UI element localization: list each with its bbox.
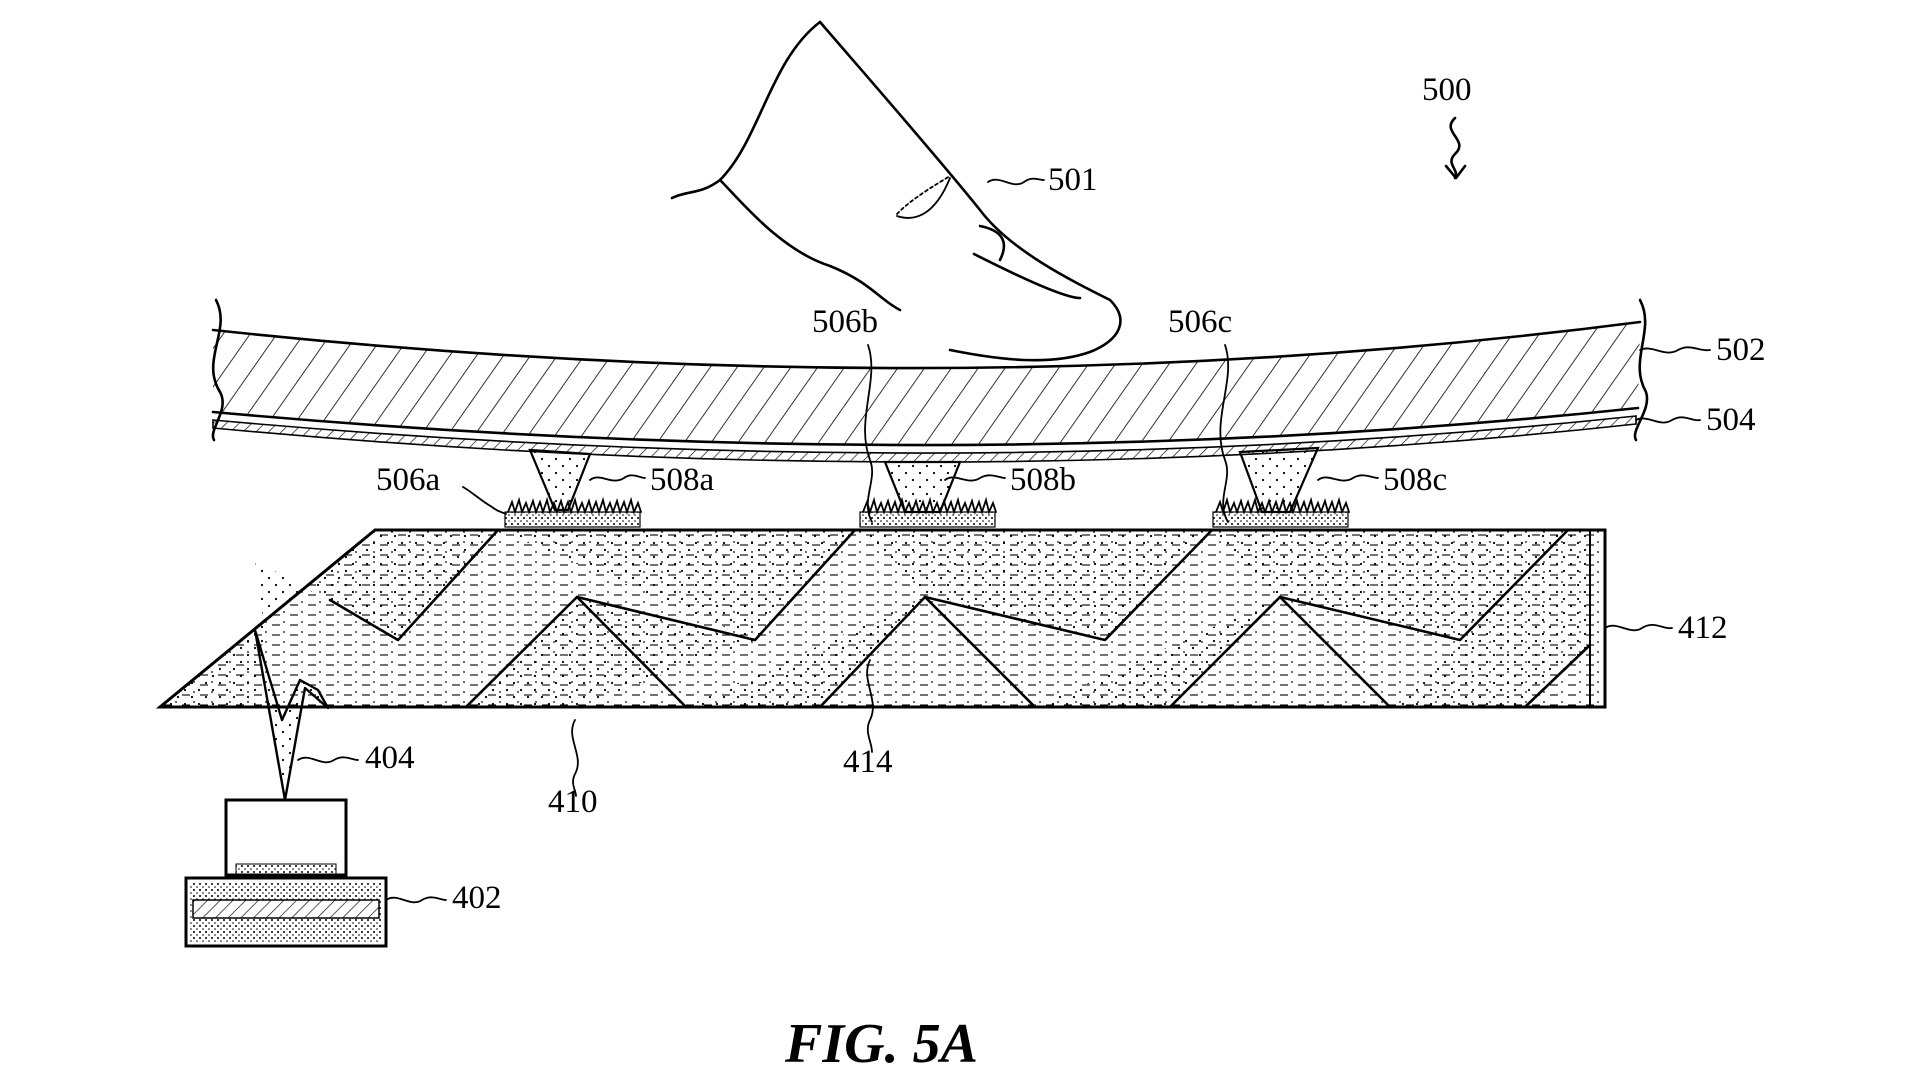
label-414: 414	[843, 744, 893, 780]
label-506c: 506c	[1168, 304, 1232, 340]
label-502: 502	[1716, 332, 1766, 368]
figure-caption: FIG. 5A	[784, 1013, 978, 1075]
label-402: 402	[452, 880, 502, 916]
label-412: 412	[1678, 610, 1728, 646]
label-506b: 506b	[812, 304, 878, 340]
reference-labels: 501 502 504 506a 506b 506c 508a 508b 508…	[365, 162, 1766, 916]
label-501: 501	[1048, 162, 1098, 198]
label-500: 500	[1422, 72, 1472, 180]
emitter-402	[184, 798, 388, 948]
finger-501	[670, 20, 1122, 362]
label-508c: 508c	[1383, 462, 1447, 498]
label-506a: 506a	[376, 462, 441, 498]
light-guide-410	[155, 528, 1607, 709]
light-beam-404	[253, 628, 330, 802]
leader-lines	[297, 177, 1711, 904]
label-508a: 508a	[650, 462, 715, 498]
cover-glass-502	[211, 298, 1649, 447]
label-504: 504	[1706, 402, 1756, 438]
label-410: 410	[548, 784, 598, 820]
label-404: 404	[365, 740, 415, 776]
label-508b: 508b	[1010, 462, 1076, 498]
electrodes-506	[504, 496, 1350, 528]
spacers-508	[528, 446, 1320, 514]
label-500-text: 500	[1422, 72, 1472, 108]
